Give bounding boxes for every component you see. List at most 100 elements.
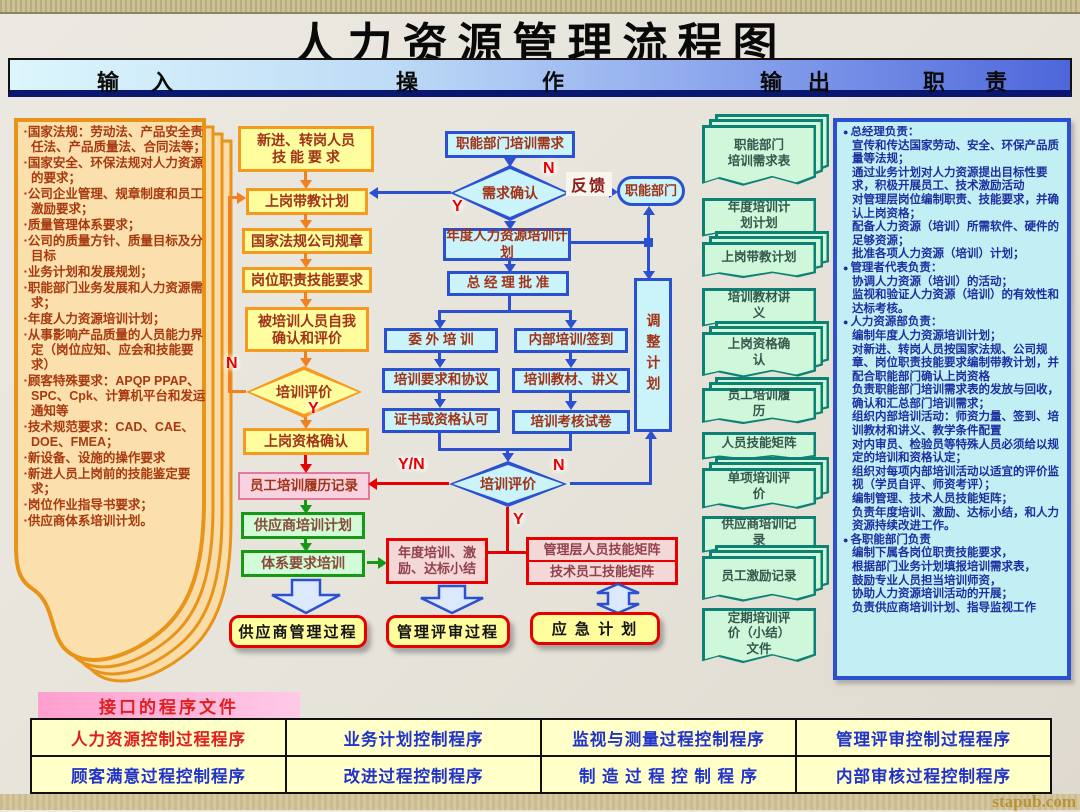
input-item: ▪公司的质量方针、质量目标及分目标 [24,234,203,263]
responsibility-item: 负责年度培训、激励、达标小结，和人力资源持续改进工作。 [852,506,1059,533]
input-item: ▪业务计划和发展规划； [24,265,153,279]
label-n-needs: N [543,160,555,177]
document-sheet [702,432,816,462]
label-y-needs: Y [452,198,463,215]
footer-table-cell: 改进过程控制程序 [285,757,540,792]
decision-training-eval-left: 培训评价 [246,366,362,418]
input-item: ▪新设备、设施的操作要求 [24,451,166,465]
node-skill-matrix-tech: 技术员工技能矩阵 [529,560,675,582]
header-operation: 操 作 [395,70,565,95]
responsibility-item: 配备人力资源（培训）所需软件、硬件的足够资源； [852,221,1059,247]
document-label: 职能部门 培训需求表 [727,138,791,168]
responsibility-item: 负责职能部门培训需求表的发放与回收，确认和汇总部门培训需求； [852,384,1059,410]
input-item: ▪国家安全、环保法规对人力资源的要求； [24,156,203,185]
node-new-transfer-requirements: 新进、转岗人员 技 能 要 求 [238,126,374,172]
inputs-scroll-shape [14,118,233,683]
output-document: 上岗资格确 认 [702,321,829,380]
decision-training-eval-center: 培训评价 [449,461,567,507]
document-sheet [702,388,816,426]
inputs-list: ▪国家法规：劳动法、产品安全责任法、产品质量法、合同法等；▪国家安全、环保法规对… [24,124,212,576]
node-annual-hr-plan: 年度人力资源培训计 划 [443,228,571,261]
responsibility-item: 负责供应商培训计划、指导监视工作 [852,601,1036,614]
input-item: ▪岗位作业指导书要求； [24,498,153,512]
input-item: ▪国家法规：劳动法、产品安全责任法、产品质量法、合同法等； [24,125,207,154]
responsibility-item: 编制下属各岗位职责技能要求， [852,547,1013,560]
input-item: ▪职能部门业务发展和人力资源需求； [24,281,203,310]
input-item: ▪质量管理体系要求； [24,218,141,232]
footer-label: 接口的程序文件 [38,692,300,718]
output-document: 职能部门 培训需求表 [702,114,829,189]
output-document: 员工激励记录 [702,545,829,604]
label-n-left-eval: N [226,355,238,372]
responsibility-item: 对新进、转岗人员按国家法规、公司规章、岗位职责技能要求编制带教计划，并配合职能部… [852,343,1059,383]
footer-table-cell: 顾客满意过程控制程序 [71,767,246,786]
column-header-band: 输 入 操 作 输 出 职 责 [8,58,1072,97]
footer-table-cell: 内部审核过程控制程序 [795,757,1050,792]
footer-table-cell: 监视与测量过程控制程序 [540,720,795,755]
footer-table-cell: 人力资源控制过程程序 [71,730,246,749]
responsibility-item: 批准各项人力资源（培训）计划； [852,248,1025,261]
responsibility-item: 协调人力资源（培训）的活动； [852,275,1013,288]
responsibilities-text: ●总经理负责：宣传和传达国家劳动、安全、环保产品质量等法规；通过业务计划对人力资… [843,126,1061,672]
node-certificate: 证书或资格认可 [382,408,500,433]
responsibility-item: 鼓励专业人员担当培训师资， [852,574,1002,587]
label-y-center-eval: Y [513,511,524,528]
node-qualification-confirm: 上岗资格确认 [243,428,369,455]
input-item: ▪技术规范要求：CAD、CAE、DOE、FMEA； [24,420,194,449]
document-label: 供应商培训记 录 [721,517,797,547]
responsibility-item: 对管理层岗位编制职责、技能要求，并确认上岗资格； [852,193,1059,220]
footer-table-cell: 管理评审控制过程程序 [795,720,1050,755]
node-dept-pill: 职能部门 [617,176,685,206]
node-mgmt-review-process: 管理评审过程 [386,615,510,648]
document-sheet [702,608,816,666]
responsibility-item: 编制管理、技术人员技能矩阵； [852,493,1013,506]
responsibility-item: 根据部门业务计划填报培训需求表， [852,561,1036,573]
document-sheet [702,556,816,604]
responsibility-item: 编制年度人力资源培训计划； [852,329,1002,342]
responsibilities-panel: ●总经理负责：宣传和传达国家劳动、安全、环保产品质量等法规；通过业务计划对人力资… [833,118,1071,680]
node-system-training: 体系要求培训 [241,550,365,577]
node-gm-approval: 总 经 理 批 准 [447,271,569,296]
input-item: ▪顾客特殊要求：APQP PPAP、SPC、Cpk、计算机平台和发运通知等 [24,374,206,418]
input-item: ▪年度人力资源培训计划； [24,312,166,326]
responsibility-section-title: ●各职能部门负责 [843,533,931,546]
responsibility-section-title: ●人力资源部负责： [843,316,943,329]
node-skill-matrix: 管理层人员技能矩阵 技术员工技能矩阵 [526,537,678,585]
output-document: 定期培训评 价（小结） 文件 [702,608,816,666]
node-outsourced-training: 委 外 培 训 [384,328,498,353]
node-supplier-mgmt-process: 供应商管理过程 [229,615,367,648]
node-training-record: 员工培训履历记录 [238,472,370,500]
label-yn-center-eval: Y/N [398,456,425,473]
responsibility-item: 组织内部培训活动：师资力量、签到、培训教材和讲义、教学条件配置 [852,411,1059,438]
document-label: 年度培训计 划计划 [727,200,791,230]
header-responsibility: 职 责 [922,70,1008,95]
document-label: 人员技能矩阵 [721,436,797,451]
node-contingency-plan: 应 急 计 划 [530,612,660,645]
node-adjust-plan: 调整计划 [634,278,672,432]
responsibility-item: 对内审员、检验员等特殊人员必须给以规定的培训和资格认定； [852,438,1059,465]
bottom-strip [0,794,1080,810]
node-self-evaluation: 被培训人员自我 确认和评价 [245,307,369,352]
watermark: stapub.com [992,792,1076,811]
block-arrow-down-review [420,584,484,615]
node-skill-matrix-mgmt: 管理层人员技能矩阵 [543,542,661,558]
footer-table-row: 人力资源控制过程程序 业务计划控制程序监视与测量过程控制程序管理评审控制过程程序 [32,720,1050,755]
block-arrow-double-contingency [596,582,640,615]
node-exam-paper: 培训考核试卷 [512,410,630,434]
footer-table-row: 顾客满意过程控制程序 改进过程控制程序制 造 过 程 控 制 程 序内部审核过程控… [32,755,1050,792]
input-item: ▪新进人员上岗前的技能鉴定要求； [24,467,191,496]
footer-table-cell: 业务计划控制程序 [285,720,540,755]
node-regulations: 国家法规公司规章 [242,228,372,254]
footer-table-cell: 制 造 过 程 控 制 程 序 [540,757,795,792]
input-item: ▪公司企业管理、规章制度和员工激励要求； [24,187,203,216]
label-y-left-eval: Y [308,400,319,417]
output-document: 员工培训履 历 [702,377,829,426]
block-arrow-down-supplier [271,578,341,615]
top-strip [0,0,1080,14]
document-label: 员工培训履 历 [727,388,791,418]
output-document: 单项培训评 价 [702,457,829,512]
responsibility-item: 通过业务计划对人力资源提出目标性要求，积极开展员工、技术激励活动 [852,166,1048,193]
label-n-center-eval: N [553,457,565,474]
header-input: 输 入 [96,70,174,95]
responsibility-item: 协助人力资源培训活动的开展； [852,588,1013,601]
